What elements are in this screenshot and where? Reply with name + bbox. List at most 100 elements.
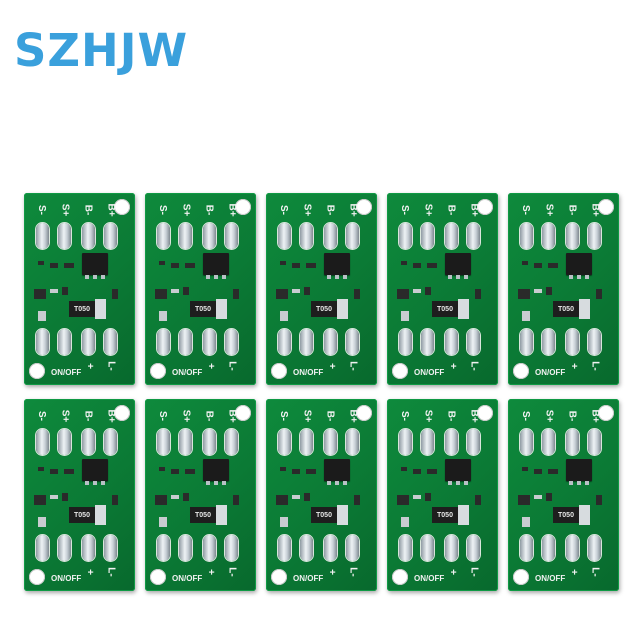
label-s-minus: S- bbox=[157, 411, 168, 421]
chip-tab bbox=[458, 299, 469, 319]
smd-component bbox=[401, 261, 407, 265]
smd-component bbox=[38, 467, 44, 471]
solder-pad bbox=[324, 535, 337, 561]
solder-pad bbox=[467, 223, 480, 249]
smd-component bbox=[276, 495, 288, 505]
mosfet-chip bbox=[203, 253, 229, 275]
label-l-minus: L- bbox=[589, 567, 601, 577]
chip-tab bbox=[216, 299, 227, 319]
mosfet-chip bbox=[445, 253, 471, 275]
smd-resistor bbox=[159, 311, 167, 321]
smd-resistor bbox=[38, 311, 46, 321]
smd-component bbox=[522, 467, 528, 471]
chip-tab bbox=[579, 505, 590, 525]
smd-component bbox=[185, 469, 195, 474]
solder-pad bbox=[588, 535, 601, 561]
solder-pad bbox=[225, 535, 238, 561]
chip-marking: T050 bbox=[432, 301, 458, 317]
label-plus: + bbox=[567, 569, 579, 575]
chip-tab bbox=[579, 299, 590, 319]
label-s-plus: S+ bbox=[59, 203, 71, 217]
smd-component bbox=[159, 467, 165, 471]
mounting-hole bbox=[356, 199, 372, 215]
smd-component bbox=[518, 289, 530, 299]
solder-pad bbox=[203, 223, 216, 249]
mounting-hole bbox=[150, 363, 166, 379]
smd-component bbox=[64, 469, 74, 474]
solder-pad bbox=[520, 535, 533, 561]
mounting-hole bbox=[235, 405, 251, 421]
mounting-hole bbox=[477, 199, 493, 215]
solder-pad bbox=[324, 329, 337, 355]
smd-resistor bbox=[534, 289, 542, 293]
pcb-board: S- S+ B- B+ T050 + L- ON/OFF bbox=[508, 193, 619, 385]
smd-component bbox=[292, 469, 300, 474]
label-s-minus: S- bbox=[399, 411, 410, 421]
smd-resistor bbox=[50, 289, 58, 293]
smd-component bbox=[34, 495, 46, 505]
solder-pad bbox=[104, 429, 117, 455]
smd-resistor bbox=[522, 517, 530, 527]
solder-pad bbox=[203, 329, 216, 355]
smd-component bbox=[159, 261, 165, 265]
smd-resistor bbox=[292, 289, 300, 293]
smd-component bbox=[306, 469, 316, 474]
solder-pad bbox=[467, 329, 480, 355]
smd-component bbox=[427, 469, 437, 474]
mounting-hole bbox=[29, 363, 45, 379]
smd-component bbox=[596, 289, 602, 299]
solder-pad bbox=[278, 329, 291, 355]
solder-pad bbox=[278, 429, 291, 455]
smd-resistor bbox=[534, 495, 542, 499]
solder-pad bbox=[157, 329, 170, 355]
label-s-minus: S- bbox=[399, 205, 410, 215]
pcb-board: S- S+ B- B+ T050 + L- ON/OFF bbox=[24, 193, 135, 385]
mounting-hole bbox=[477, 405, 493, 421]
label-b-minus: B- bbox=[566, 204, 578, 216]
mounting-hole bbox=[271, 363, 287, 379]
solder-pad bbox=[421, 535, 434, 561]
switch-label: ON/OFF bbox=[51, 368, 82, 377]
label-s-minus: S- bbox=[36, 411, 47, 421]
solder-pad bbox=[399, 223, 412, 249]
pcb-board: S- S+ B- B+ T050 + L- ON/OFF bbox=[266, 399, 377, 591]
smd-component bbox=[596, 495, 602, 505]
solder-pad bbox=[225, 223, 238, 249]
smd-component bbox=[155, 495, 167, 505]
smd-component bbox=[233, 495, 239, 505]
solder-pad bbox=[399, 429, 412, 455]
mosfet-chip bbox=[324, 459, 350, 481]
label-b-plus: B+ bbox=[589, 203, 601, 217]
label-plus: + bbox=[446, 569, 458, 575]
switch-label: ON/OFF bbox=[535, 574, 566, 583]
pcb-board: S- S+ B- B+ T050 + L- ON/OFF bbox=[145, 399, 256, 591]
smd-resistor bbox=[171, 289, 179, 293]
smd-component bbox=[50, 469, 58, 474]
mounting-hole bbox=[114, 199, 130, 215]
mosfet-chip bbox=[445, 459, 471, 481]
mounting-hole bbox=[114, 405, 130, 421]
mosfet-chip bbox=[566, 459, 592, 481]
label-s-minus: S- bbox=[520, 411, 531, 421]
pcb-board: S- S+ B- B+ T050 + L- ON/OFF bbox=[387, 399, 498, 591]
solder-pad bbox=[157, 429, 170, 455]
mosfet-chip bbox=[566, 253, 592, 275]
solder-pad bbox=[346, 223, 359, 249]
chip-marking: T050 bbox=[311, 301, 337, 317]
solder-pad bbox=[203, 429, 216, 455]
solder-pad bbox=[82, 535, 95, 561]
smd-component bbox=[292, 263, 300, 268]
solder-pad bbox=[58, 329, 71, 355]
switch-label: ON/OFF bbox=[172, 368, 203, 377]
smd-component bbox=[475, 289, 481, 299]
smd-component bbox=[548, 263, 558, 268]
solder-pad bbox=[542, 223, 555, 249]
chip-marking: T050 bbox=[69, 507, 95, 523]
solder-pad bbox=[179, 329, 192, 355]
smd-component bbox=[425, 493, 431, 501]
label-b-plus: B+ bbox=[589, 409, 601, 423]
solder-pad bbox=[542, 329, 555, 355]
solder-pad bbox=[542, 429, 555, 455]
smd-component bbox=[304, 287, 310, 295]
smd-component bbox=[233, 289, 239, 299]
